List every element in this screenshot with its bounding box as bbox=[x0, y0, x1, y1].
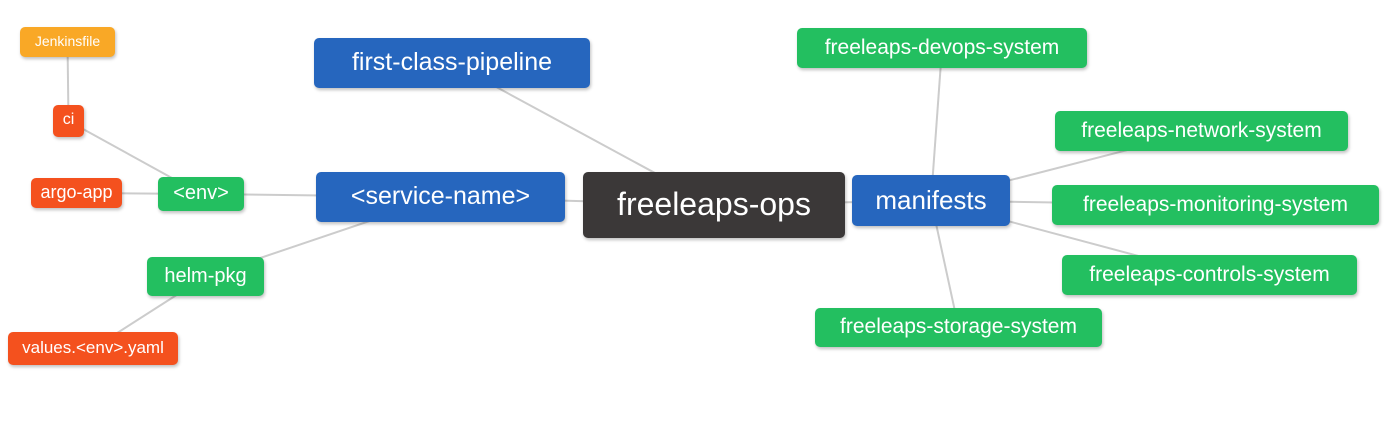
node-label: manifests bbox=[875, 184, 987, 215]
node-label: freeleaps-controls-system bbox=[1089, 262, 1330, 286]
node-label: <service-name> bbox=[350, 181, 531, 210]
node-devops-system[interactable]: freeleaps-devops-system bbox=[797, 28, 1087, 68]
node-storage-system[interactable]: freeleaps-storage-system bbox=[815, 308, 1102, 347]
node-helm-pkg[interactable]: helm-pkg bbox=[147, 257, 264, 296]
node-argo-app[interactable]: argo-app bbox=[31, 178, 122, 208]
node-label: freeleaps-devops-system bbox=[824, 35, 1060, 59]
node-jenkinsfile[interactable]: Jenkinsfile bbox=[20, 27, 115, 57]
node-label: freeleaps-network-system bbox=[1081, 118, 1322, 142]
node-label: ci bbox=[62, 111, 75, 128]
node-network-system[interactable]: freeleaps-network-system bbox=[1055, 111, 1348, 151]
node-service-name[interactable]: <service-name> bbox=[316, 172, 565, 222]
node-label: first-class-pipeline bbox=[351, 47, 553, 76]
node-label: <env> bbox=[173, 182, 229, 204]
node-label: values.<env>.yaml bbox=[22, 338, 164, 357]
node-label: freeleaps-storage-system bbox=[840, 315, 1077, 338]
node-values-env-yaml[interactable]: values.<env>.yaml bbox=[8, 332, 178, 365]
node-label: argo-app bbox=[40, 182, 113, 202]
node-manifests[interactable]: manifests bbox=[852, 175, 1010, 226]
node-first-class-pipeline[interactable]: first-class-pipeline bbox=[314, 38, 590, 88]
node-label: freeleaps-monitoring-system bbox=[1083, 192, 1348, 216]
node-label: freeleaps-ops bbox=[617, 186, 811, 222]
node-label: helm-pkg bbox=[164, 264, 247, 287]
node-ci[interactable]: ci bbox=[53, 105, 84, 137]
node-label: Jenkinsfile bbox=[34, 33, 101, 49]
node-monitoring-system[interactable]: freeleaps-monitoring-system bbox=[1052, 185, 1379, 225]
node-controls-system[interactable]: freeleaps-controls-system bbox=[1062, 255, 1357, 295]
node-freeleaps-ops[interactable]: freeleaps-ops bbox=[583, 172, 845, 238]
node-env[interactable]: <env> bbox=[158, 177, 244, 211]
